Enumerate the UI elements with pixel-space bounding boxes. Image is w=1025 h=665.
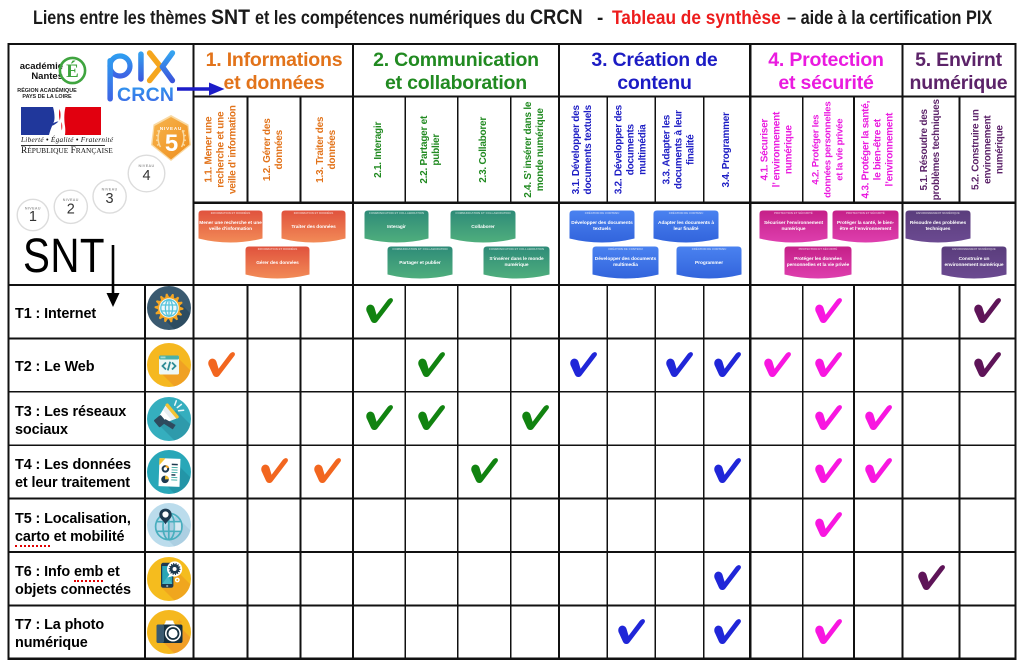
svg-text:NIVEAU: NIVEAU: [160, 126, 182, 131]
svg-text:NIVEAU: NIVEAU: [139, 164, 155, 168]
svg-text:3: 3: [106, 191, 114, 207]
svg-text:É: É: [66, 60, 79, 82]
svg-text:NIVEAU: NIVEAU: [63, 198, 79, 202]
svg-text:CRCN: CRCN: [117, 84, 174, 106]
svg-text:5: 5: [165, 130, 178, 157]
svg-text:2: 2: [67, 201, 75, 217]
svg-text:4: 4: [142, 168, 150, 184]
svg-text:NIVEAU: NIVEAU: [102, 188, 118, 192]
svg-text:NIVEAU: NIVEAU: [25, 206, 41, 210]
svg-text:1: 1: [29, 209, 37, 225]
